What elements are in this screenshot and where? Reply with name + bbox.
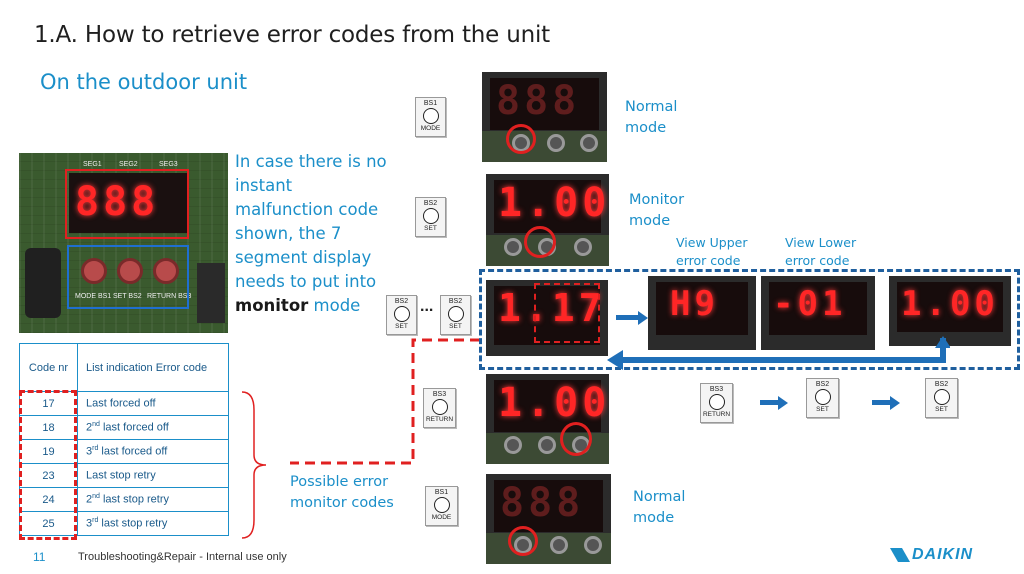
red-dashed-connector bbox=[290, 338, 480, 465]
chip bbox=[197, 263, 225, 323]
pcb-seg3-label: SEG3 bbox=[159, 161, 178, 168]
table-header-list: List indication Error code bbox=[77, 343, 229, 392]
pcb-bs1-label: MODE BS1 bbox=[75, 293, 112, 300]
code-digits-highlight bbox=[534, 283, 600, 343]
ellipsis: ... bbox=[420, 298, 434, 315]
monitor-mode-label: Monitor mode bbox=[629, 192, 685, 229]
arrow-right-icon bbox=[778, 396, 788, 410]
pcb-button-bs1 bbox=[81, 258, 107, 284]
intro-text: In case there is no instant malfunction … bbox=[235, 150, 395, 318]
desc-cell: 2nd last stop retry bbox=[77, 487, 229, 512]
table-row: 24 2nd last stop retry bbox=[19, 487, 229, 512]
arrow-right-icon bbox=[890, 396, 900, 410]
footer-text: Troubleshooting&Repair - Internal use on… bbox=[78, 551, 287, 563]
view-upper-label: View Upper error code bbox=[676, 235, 748, 268]
display-photo-monitor: 1.00 bbox=[486, 174, 609, 266]
page-number: 11 bbox=[33, 550, 46, 564]
monitor-sequence-frame bbox=[479, 269, 1020, 370]
pcb-button-bs2 bbox=[117, 258, 143, 284]
brace bbox=[241, 391, 267, 539]
possible-codes-label: Possible error monitor codes bbox=[290, 474, 394, 511]
desc-cell: Last forced off bbox=[77, 391, 229, 416]
display-photo-code17: 1.17 bbox=[486, 280, 608, 356]
slide-title: 1.A. How to retrieve error codes from th… bbox=[34, 22, 550, 48]
table-row: 19 3rd last forced off bbox=[19, 439, 229, 464]
slide-subtitle: On the outdoor unit bbox=[40, 70, 248, 94]
pcb-bs3-label: RETURN BS3 bbox=[147, 293, 192, 300]
intro-text-bold: monitor bbox=[235, 296, 309, 315]
pcb-display: 888 bbox=[69, 173, 187, 233]
table-header-code: Code nr bbox=[19, 343, 78, 392]
display-highlight bbox=[65, 169, 189, 239]
pcb-seg2-label: SEG2 bbox=[119, 161, 138, 168]
pcb-seg1-label: SEG1 bbox=[83, 161, 102, 168]
arrow-shaft bbox=[872, 400, 892, 405]
desc-cell: 3rd last forced off bbox=[77, 439, 229, 464]
display-photo-normal: 888 bbox=[482, 72, 607, 162]
display-photo-return: 1.00 bbox=[486, 374, 609, 464]
arrow-right-icon bbox=[638, 311, 648, 325]
intro-text-part2: mode bbox=[308, 296, 361, 315]
view-lower-label: View Lower error code bbox=[785, 235, 857, 268]
normal-mode-label-top: Normal mode bbox=[625, 99, 678, 136]
capacitor bbox=[25, 248, 61, 318]
desc-cell: 3rd last stop retry bbox=[77, 511, 229, 536]
pcb-bs2-label: SET BS2 bbox=[113, 293, 142, 300]
display-photo-upper: H9 bbox=[648, 276, 756, 350]
pcb-display-digits: 888 bbox=[75, 179, 160, 225]
desc-cell: Last stop retry bbox=[77, 463, 229, 488]
intro-text-part1: In case there is no instant malfunction … bbox=[235, 152, 387, 291]
code-cell: 25 bbox=[19, 511, 78, 536]
pcb-button-bs3 bbox=[153, 258, 179, 284]
display-photo-result: 1.00 bbox=[889, 276, 1011, 346]
daikin-logo-icon bbox=[890, 548, 910, 562]
code-column-highlight bbox=[19, 390, 77, 540]
table-row: 25 3rd last stop retry bbox=[19, 511, 229, 536]
daikin-logo: DAIKIN bbox=[890, 544, 1002, 566]
desc-cell: 2nd last forced off bbox=[77, 415, 229, 440]
arrow-shaft bbox=[760, 400, 780, 405]
normal-mode-label-bottom: Normal mode bbox=[633, 489, 686, 526]
buttons-highlight bbox=[67, 245, 189, 309]
error-code-table: Code nr List indication Error code 17 La… bbox=[19, 343, 229, 536]
display-photo-normal-bottom: 888 bbox=[486, 474, 611, 564]
return-arrow bbox=[607, 336, 950, 370]
display-photo-lower: -01 bbox=[761, 276, 875, 350]
pcb-photo: 888 SEG1 SEG2 SEG3 MODE BS1 SET BS2 RETU… bbox=[19, 153, 228, 333]
arrow-shaft bbox=[616, 315, 640, 320]
